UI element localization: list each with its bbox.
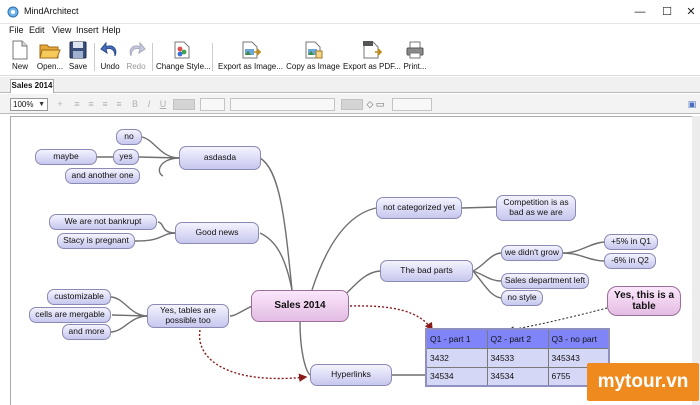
- main-toolbar: New Open... Save Undo Redo Change Style.…: [0, 38, 700, 76]
- toolbar-separator: [94, 43, 95, 71]
- zoom-select[interactable]: 100% ▼: [10, 98, 48, 111]
- node-hyperlinks[interactable]: Hyperlinks: [310, 364, 392, 386]
- chevron-down-icon: ▼: [38, 101, 45, 108]
- toolbar-separator: [212, 43, 213, 71]
- menu-help[interactable]: Help: [102, 25, 121, 35]
- floppy-disk-icon: [69, 41, 87, 59]
- panel-toggle-icon[interactable]: ▣: [687, 99, 697, 109]
- align-right-icon[interactable]: ≡: [102, 99, 108, 109]
- node-not-bankrupt[interactable]: We are not bankrupt: [49, 214, 157, 230]
- node-customizable[interactable]: customizable: [47, 289, 111, 305]
- open-button[interactable]: Open...: [36, 40, 64, 74]
- table-node[interactable]: Q1 - part 1 Q2 - part 2 Q3 - no part 343…: [425, 328, 610, 387]
- vertical-scrollbar[interactable]: [692, 116, 700, 405]
- line-style-select[interactable]: [392, 98, 432, 111]
- add-icon[interactable]: +: [57, 99, 63, 109]
- menu-bar: File Edit View Insert Help: [0, 24, 700, 38]
- minimize-icon[interactable]: —: [634, 6, 646, 18]
- change-style-button[interactable]: Change Style...: [156, 40, 211, 74]
- bold-icon[interactable]: B: [131, 99, 138, 109]
- table-row: 3432 34533 345343: [425, 347, 610, 368]
- node-not-categorized[interactable]: not categorized yet: [376, 197, 462, 219]
- node-bad-parts[interactable]: The bad parts: [380, 260, 473, 282]
- table-header-cell[interactable]: Q2 - part 2: [486, 328, 549, 349]
- close-icon[interactable]: ✕: [686, 6, 696, 18]
- export-pdf-button[interactable]: Export as PDF...: [343, 40, 401, 74]
- new-file-icon: [12, 40, 28, 60]
- node-and-more[interactable]: and more: [62, 324, 111, 340]
- node-tables-possible[interactable]: Yes, tables are possible too: [147, 304, 229, 328]
- table-row: 34534 34534 6755: [425, 366, 610, 387]
- align-left-icon[interactable]: ≡: [74, 99, 80, 109]
- node-sales-dept-left[interactable]: Sales department left: [501, 273, 589, 289]
- text-color-swatch[interactable]: [173, 99, 195, 110]
- node-good-news[interactable]: Good news: [175, 222, 259, 244]
- table-header-cell[interactable]: Q3 - no part: [547, 328, 610, 349]
- copy-image-button[interactable]: Copy as Image: [286, 40, 340, 74]
- new-button[interactable]: New: [7, 40, 33, 74]
- font-family-select[interactable]: [230, 98, 335, 111]
- menu-insert[interactable]: Insert: [76, 25, 99, 35]
- node-stacy-pregnant[interactable]: Stacy is pregnant: [57, 233, 135, 249]
- node-maybe[interactable]: maybe: [35, 149, 97, 165]
- node-q2[interactable]: -6% in Q2: [604, 253, 656, 269]
- shape-rectangle-icon[interactable]: ▭: [375, 99, 385, 109]
- node-yes[interactable]: yes: [113, 149, 139, 165]
- node-no-style[interactable]: no style: [501, 290, 543, 306]
- font-size-select[interactable]: [200, 98, 225, 111]
- node-asdasda[interactable]: asdasda: [179, 146, 261, 170]
- table-header-row: Q1 - part 1 Q2 - part 2 Q3 - no part: [425, 328, 610, 349]
- title-bar: MindArchitect — ☐ ✕: [0, 0, 700, 24]
- root-node[interactable]: Sales 2014: [251, 290, 349, 322]
- app-logo-icon: [7, 6, 19, 18]
- node-didnt-grow[interactable]: we didn't grow: [501, 245, 563, 261]
- printer-icon: [406, 41, 424, 59]
- toolbar-separator: [152, 43, 153, 71]
- palette-icon: [174, 41, 190, 59]
- note-this-is-table[interactable]: Yes, this is a table: [607, 286, 681, 316]
- export-image-icon: [242, 41, 261, 59]
- undo-icon: [100, 41, 117, 57]
- menu-view[interactable]: View: [52, 25, 72, 35]
- node-and-another-one[interactable]: and another one: [65, 168, 140, 184]
- watermark-logo: mytour.vn: [587, 363, 699, 401]
- shape-diamond-icon[interactable]: ◇: [366, 99, 374, 109]
- node-cells-mergable[interactable]: cells are mergable: [29, 307, 111, 323]
- redo-icon: [129, 41, 146, 57]
- undo-button[interactable]: Undo: [97, 40, 123, 74]
- document-tab-strip: Sales 2014: [0, 77, 700, 93]
- underline-icon[interactable]: U: [159, 99, 167, 109]
- window-title: MindArchitect: [24, 6, 79, 16]
- justify-icon[interactable]: ≡: [116, 99, 122, 109]
- node-competition[interactable]: Competition is as bad as we are: [496, 195, 576, 221]
- align-center-icon[interactable]: ≡: [88, 99, 94, 109]
- redo-button[interactable]: Redo: [123, 40, 149, 74]
- print-button[interactable]: Print...: [402, 40, 428, 74]
- table-header-cell[interactable]: Q1 - part 1: [425, 328, 488, 349]
- table-cell[interactable]: 3432: [425, 347, 488, 368]
- table-cell[interactable]: 34533: [486, 347, 549, 368]
- menu-edit[interactable]: Edit: [29, 25, 45, 35]
- table-cell[interactable]: 34534: [486, 366, 549, 387]
- maximize-icon[interactable]: ☐: [662, 6, 672, 18]
- folder-open-icon: [39, 44, 61, 59]
- save-button[interactable]: Save: [66, 40, 90, 74]
- table-cell[interactable]: 34534: [425, 366, 488, 387]
- node-no[interactable]: no: [116, 129, 142, 145]
- menu-file[interactable]: File: [9, 25, 24, 35]
- node-q1[interactable]: +5% in Q1: [604, 234, 658, 250]
- format-toolbar: 100% ▼ + ≡ ≡ ≡ ≡ B I U ◇ ▭ ▣: [0, 94, 700, 114]
- fill-color-swatch[interactable]: [341, 99, 363, 110]
- pdf-icon: [363, 41, 382, 59]
- italic-icon[interactable]: I: [147, 99, 151, 109]
- tab-sales-2014[interactable]: Sales 2014: [10, 79, 54, 93]
- copy-image-icon: [305, 41, 323, 59]
- export-image-button[interactable]: Export as Image...: [218, 40, 283, 74]
